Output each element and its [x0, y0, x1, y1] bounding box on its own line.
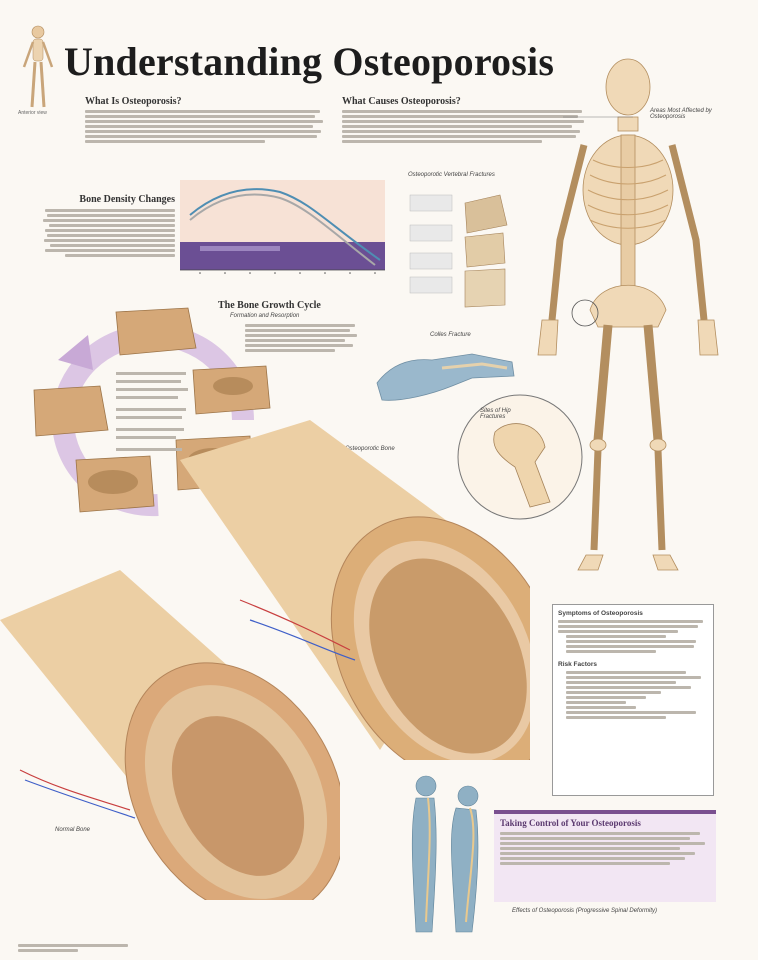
page-title: Understanding Osteoporosis [64, 39, 555, 84]
areas-label: Areas Most Affected by Osteoporosis [650, 108, 712, 120]
colles-label: Colles Fracture [430, 332, 471, 338]
spine-caption: Effects of Osteoporosis (Progressive Spi… [512, 908, 658, 914]
skeleton-illustration [537, 58, 719, 571]
normal-bone-label: Normal Bone [55, 827, 91, 833]
colles-hand-illustration [376, 353, 515, 401]
growth-cycle-heading: The Bone Growth Cycle [218, 300, 321, 311]
taking-control-box: Taking Control of Your Osteoporosis [494, 810, 716, 902]
bone-density-graph [180, 180, 385, 274]
symptoms-risk-box: Symptoms of Osteoporosis Risk Factors [552, 604, 714, 796]
symptoms-heading: Symptoms of Osteoporosis [558, 610, 643, 617]
vertebral-fracture-diagram [409, 194, 508, 308]
vertebral-label: Osteoporotic Vertebral Fractures [408, 172, 495, 178]
hip-label: Sites of Hip Fractures [480, 408, 511, 420]
what-causes-heading: What Causes Osteoporosis? [342, 96, 461, 107]
bone-density-heading: Bone Density Changes [79, 194, 175, 205]
what-causes-section: What Causes Osteoporosis? [342, 96, 592, 145]
bone-density-section: Bone Density Changes [40, 194, 175, 259]
spine-deformity-figures [411, 775, 479, 933]
normal-bone-illustration [0, 570, 340, 900]
osteoporotic-bone-illustration [180, 420, 530, 760]
small-skeleton-icon [22, 25, 54, 108]
what-is-heading: What Is Osteoporosis? [85, 96, 182, 107]
hip-fracture-inset [457, 394, 583, 520]
growth-cycle-subheading: Formation and Resorption [230, 313, 300, 319]
risk-heading: Risk Factors [558, 661, 598, 668]
taking-control-heading: Taking Control of Your Osteoporosis [500, 818, 641, 828]
what-is-section: What Is Osteoporosis? [85, 96, 325, 145]
osteoporotic-bone-label: Osteoporotic Bone [345, 446, 395, 452]
